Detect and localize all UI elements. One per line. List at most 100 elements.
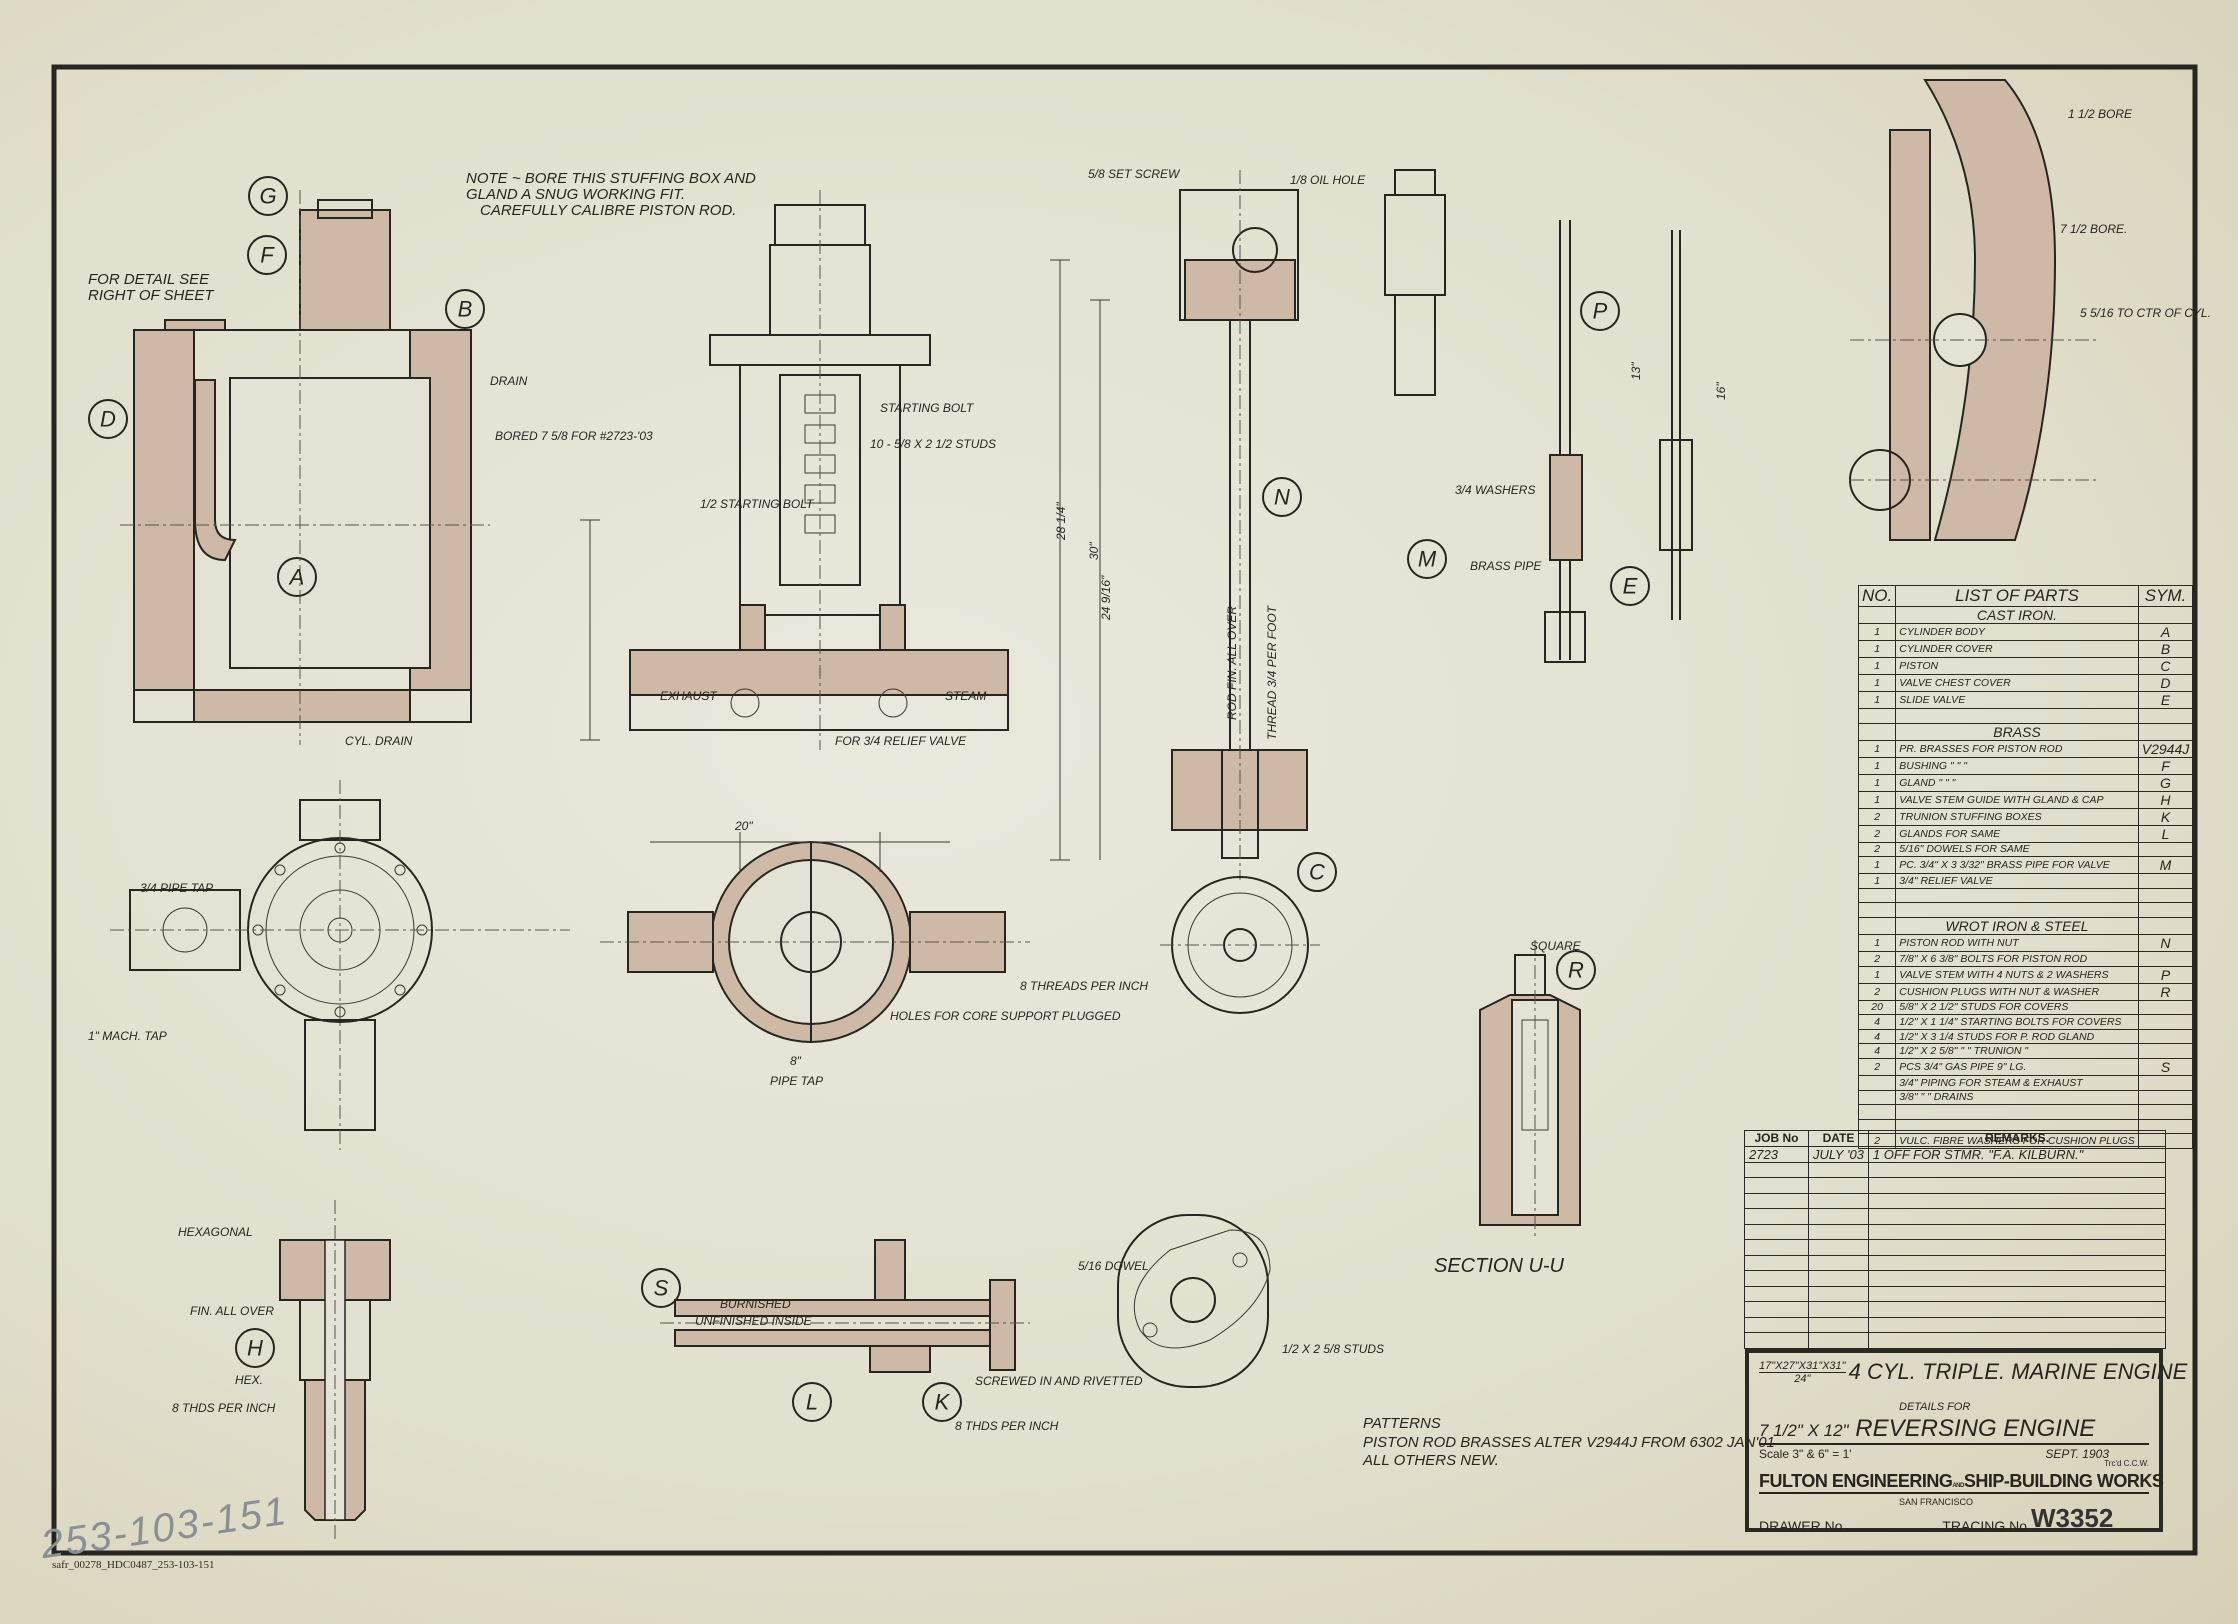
valve-stem-guide-view xyxy=(279,1200,391,1540)
valve-chest-plan-view xyxy=(600,832,1030,1043)
parts-row: 1Pc. 3/4" x 3 3/32" brass pipe for valve… xyxy=(1857,856,2194,875)
stuffing-box-detail-view xyxy=(1849,79,2100,541)
part-symbol: A xyxy=(2137,623,2194,641)
header-date: DATE xyxy=(1808,1130,1869,1147)
remarks-blank-row xyxy=(1744,1239,2167,1256)
part-symbol: F xyxy=(2137,756,2194,775)
label-thread-taper: Thread 3/4 per foot xyxy=(1265,604,1279,740)
label-brass-pipe: Brass pipe xyxy=(1470,559,1542,573)
remarks-blank-cell xyxy=(1744,1223,1809,1240)
cushion-plug-section-view xyxy=(1479,940,1581,1240)
label-dim-24: 24 9/16" xyxy=(1099,575,1113,621)
label-bore-7-5: 7 1/2 Bore. xyxy=(2060,222,2127,236)
part-symbol xyxy=(2137,873,2194,889)
parts-row: 1Cylinder bodyA xyxy=(1857,623,2194,641)
svg-text:Note ~ Bore this stuffing box: Note ~ Bore this stuffing box and xyxy=(466,170,756,187)
remarks-blank-cell xyxy=(1808,1161,1869,1178)
svg-text:P: P xyxy=(1593,299,1608,324)
label-hexagonal: Hexagonal xyxy=(178,1225,253,1239)
trunion-stuffing-box-view xyxy=(660,1239,1030,1373)
part-no xyxy=(1857,722,1897,741)
header-no: No. xyxy=(1857,585,1897,607)
part-description: 5/8" x 2 1/2" studs for covers xyxy=(1895,999,2139,1016)
part-sym xyxy=(2137,902,2194,918)
part-sym xyxy=(2137,708,2194,724)
part-quantity: 1 xyxy=(1857,790,1897,809)
cylinder-sizes-bottom: 24" xyxy=(1794,1372,1811,1385)
part-sym xyxy=(2137,606,2194,624)
part-description: 7/8" x 6 3/8" bolts for piston rod xyxy=(1895,950,2139,967)
parts-row: 41/2" x 1 1/4" starting bolts for covers xyxy=(1857,1014,2194,1030)
callout-S: S xyxy=(641,1268,681,1308)
company-name-a: FULTON ENGINEERING xyxy=(1759,1471,1953,1491)
part-symbol: B xyxy=(2137,640,2194,658)
svg-text:For detail see: For detail see xyxy=(88,271,210,288)
remarks-blank-cell xyxy=(1808,1316,1869,1333)
label-thds-8: 8 thds per inch xyxy=(172,1401,276,1415)
parts-row: 2Pcs 3/4" gas pipe 9" lg.S xyxy=(1857,1057,2194,1076)
callout-F: F xyxy=(247,235,287,275)
svg-text:All others new.: All others new. xyxy=(1362,1452,1499,1469)
label-hex: Hex. xyxy=(235,1373,263,1387)
label-steam: Steam xyxy=(945,689,986,703)
patterns-note: Patterns Piston rod brasses alter V2944J… xyxy=(1362,1415,1775,1469)
label-dim-30: 30" xyxy=(1087,542,1101,560)
label-washers: 3/4 washers xyxy=(1455,483,1535,497)
label-oil-hole: 1/8 oil hole xyxy=(1290,173,1366,187)
section-title: Brass xyxy=(1895,722,2139,741)
label-cyl-drain: Cyl. drain xyxy=(345,734,413,748)
part-symbol: C xyxy=(2137,657,2194,675)
label-bored: Bored 7 5/8 for #2723-'03 xyxy=(495,429,653,443)
remarks-blank-cell xyxy=(1744,1161,1809,1178)
scale: Scale 3" & 6" = 1' xyxy=(1759,1447,1852,1461)
part-description: 3/4" relief valve xyxy=(1895,873,2139,889)
part-description: Piston rod with nut xyxy=(1895,933,2139,952)
label-starting-bolt: Starting bolt xyxy=(880,401,975,415)
remarks-blank-row xyxy=(1744,1254,2167,1271)
part-symbol xyxy=(2137,841,2194,858)
callout-A: A xyxy=(277,557,317,597)
part-description: Pr. brasses for piston rod xyxy=(1895,739,2139,758)
part-symbol: S xyxy=(2137,1057,2194,1076)
valve-chest-section-view xyxy=(629,190,1009,750)
svg-text:right of sheet: right of sheet xyxy=(88,287,215,304)
label-relief-valve: For 3/4 relief valve xyxy=(835,734,967,748)
remarks-blank-cell xyxy=(1744,1285,1809,1302)
sheet-border xyxy=(51,64,2198,1556)
parts-section-header: Brass xyxy=(1857,722,2194,741)
parts-row: 1Valve stem guide with gland & capH xyxy=(1857,790,2194,809)
remarks-blank-cell xyxy=(1867,1192,2167,1209)
parts-row: 3/4" piping for steam & exhaust xyxy=(1857,1074,2194,1091)
tracing-number-stamp: W3352 xyxy=(2030,1503,2114,1533)
remarks-blank-row xyxy=(1744,1161,2167,1178)
part-quantity: 1 xyxy=(1857,691,1897,709)
part-symbol: V2944J xyxy=(2137,739,2194,758)
callout-R: R xyxy=(1556,950,1596,990)
part-no xyxy=(1857,606,1897,624)
drawer-tracing-line: DRAWER No TRACING No W3352 xyxy=(1759,1503,2149,1538)
part-quantity: 1 xyxy=(1857,657,1897,675)
label-set-screw: 5/8 set screw xyxy=(1088,167,1181,181)
label-mach-tap: 1" mach. tap xyxy=(88,1029,167,1043)
part-symbol: D xyxy=(2137,674,2194,692)
parts-row: 1Bushing " " "F xyxy=(1857,756,2194,775)
header-sym: Sym. xyxy=(2137,585,2194,607)
remarks-blank-cell xyxy=(1808,1177,1869,1194)
part-no xyxy=(1857,887,1897,904)
part-sym xyxy=(2137,722,2194,741)
remarks-blank-row xyxy=(1744,1223,2167,1240)
remarks-blank-cell xyxy=(1867,1223,2167,1240)
parts-row: 1Pr. brasses for piston rodV2944J xyxy=(1857,739,2194,758)
parts-row: 41/2" x 3 1/4 studs for P. rod gland xyxy=(1857,1028,2194,1045)
part-sym xyxy=(2137,1104,2194,1120)
svg-text:L: L xyxy=(806,1390,818,1415)
parts-row: 1Cylinder coverB xyxy=(1857,640,2194,658)
callout-K: K xyxy=(922,1382,962,1422)
details-for: Details for xyxy=(1899,1401,1971,1413)
label-drain: Drain xyxy=(490,374,528,388)
part-description: 1/2" x 3 1/4 studs for P. rod gland xyxy=(1895,1028,2139,1045)
remarks-blank-cell xyxy=(1808,1301,1869,1318)
svg-text:D: D xyxy=(100,407,116,432)
part-symbol xyxy=(2137,1043,2194,1059)
part-description: Glands for same xyxy=(1895,824,2139,843)
